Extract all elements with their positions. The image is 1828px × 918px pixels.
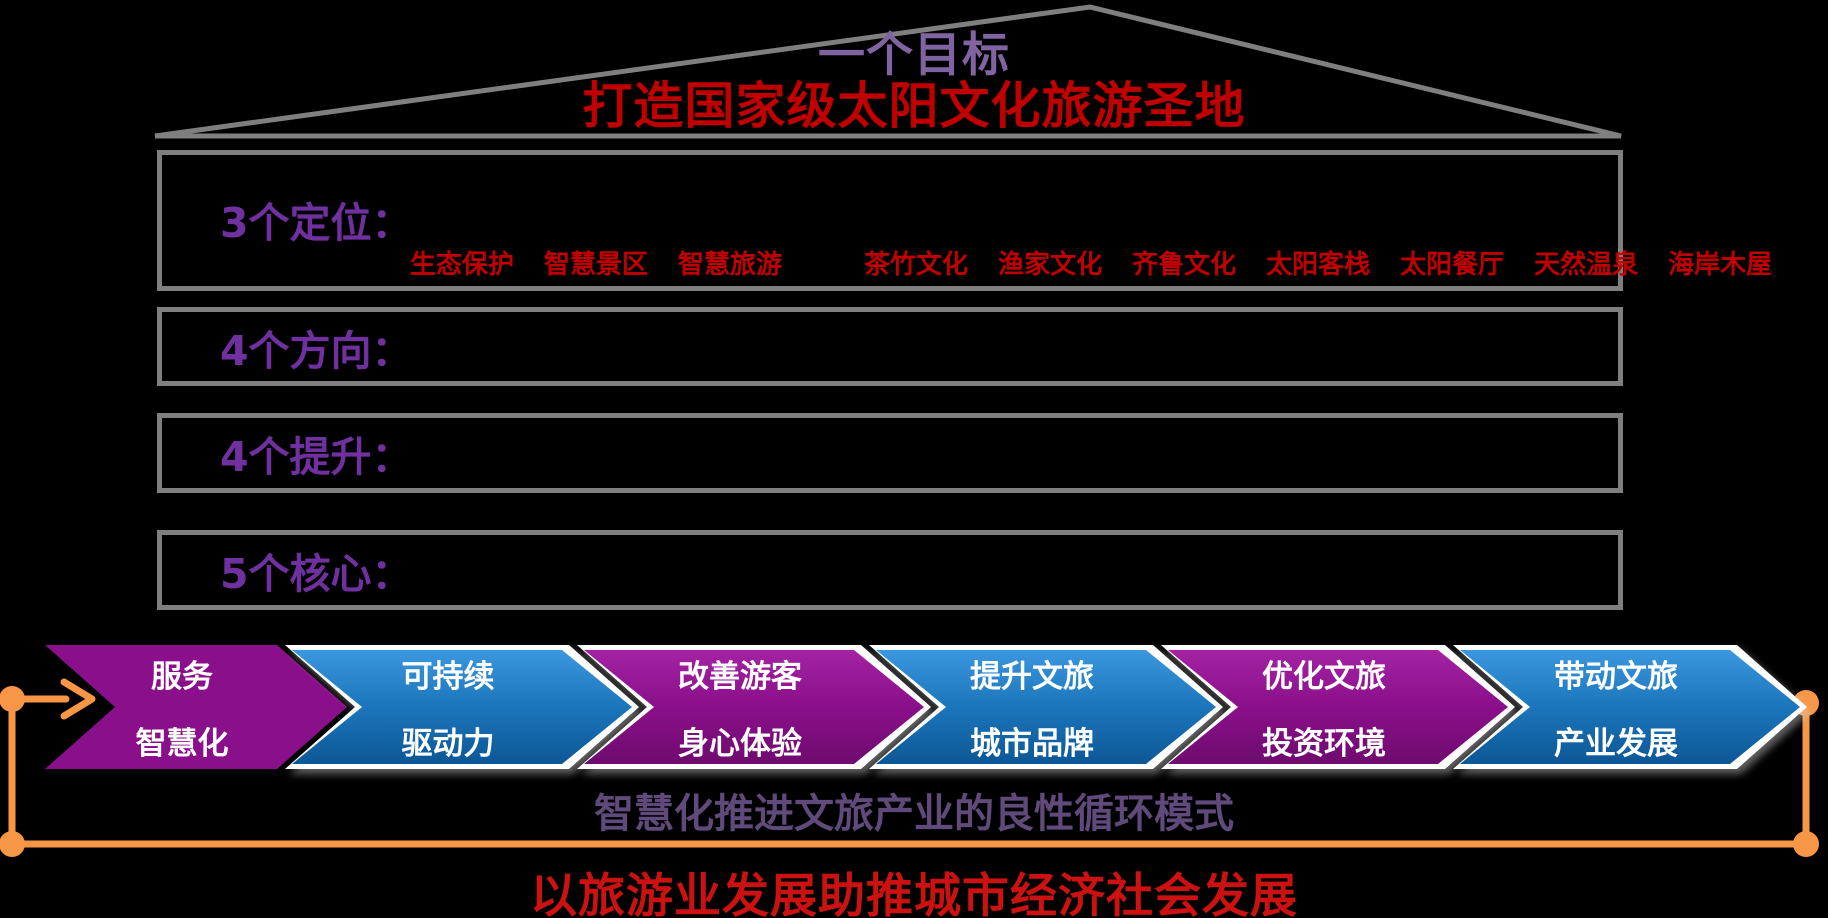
- section-box-improvements: 4个提升：: [157, 413, 1623, 493]
- chevron-boost-city-brand: 提升文旅 城市品牌: [869, 645, 1223, 769]
- positioning-item: 智慧旅游: [678, 250, 783, 280]
- chevron-line1: 提升文旅: [970, 659, 1094, 695]
- chevron-optimize-investment-environment: 优化文旅 投资环境: [1161, 645, 1515, 769]
- section-box-directions: 4个方向：: [157, 307, 1623, 386]
- section-label: 3个定位：: [220, 199, 413, 247]
- positioning-item: 太阳餐厅: [1400, 250, 1505, 280]
- positioning-item: 智慧景区: [544, 250, 649, 280]
- chevron-sustainable-driving-force: 可持续 驱动力: [285, 645, 639, 769]
- chevron-line2: 身心体验: [678, 726, 802, 762]
- chevron-line2: 城市品牌: [970, 726, 1094, 762]
- chevron-label: 带动文旅 产业发展: [1453, 645, 1807, 769]
- roof-triangle-outline: [154, 4, 1622, 139]
- section-label: 4个提升：: [220, 433, 413, 481]
- chevron-drive-industry-development: 带动文旅 产业发展: [1453, 645, 1807, 769]
- positioning-item-list: 生态保护 智慧景区 智慧旅游 茶竹文化 渔家文化 齐鲁文化 太阳客栈 太阳餐厅 …: [410, 244, 1772, 281]
- chevron-label: 改善游客 身心体验: [577, 645, 931, 769]
- positioning-item: 齐鲁文化: [1132, 250, 1237, 280]
- chevron-label: 可持续 驱动力: [285, 645, 639, 769]
- chevron-line2: 智慧化: [135, 726, 229, 762]
- chevron-line2: 产业发展: [1554, 726, 1678, 762]
- positioning-item: 太阳客栈: [1266, 250, 1371, 280]
- chevron-line2: 驱动力: [401, 726, 495, 762]
- loop-corner-dot: [1793, 831, 1819, 857]
- chevron-line2: 投资环境: [1262, 726, 1386, 762]
- chevron-label: 提升文旅 城市品牌: [869, 645, 1223, 769]
- feedback-loop-line: [8, 695, 1810, 848]
- section-label: 4个方向：: [220, 326, 413, 375]
- chevron-line1: 带动文旅: [1554, 659, 1678, 695]
- chevron-improve-visitor-experience: 改善游客 身心体验: [577, 645, 931, 769]
- loop-corner-dot: [0, 831, 25, 857]
- chevron-service-smartization: 服务 智慧化: [45, 645, 347, 769]
- goal-subtitle: 打造国家级太阳文化旅游圣地: [582, 77, 1246, 135]
- positioning-item: 渔家文化: [998, 250, 1103, 280]
- loop-caption: 智慧化推进文旅产业的良性循环模式: [594, 791, 1234, 837]
- section-label: 5个核心：: [220, 550, 413, 598]
- chevron-label: 服务 智慧化: [45, 645, 347, 769]
- chevron-line1: 优化文旅: [1262, 659, 1386, 695]
- positioning-item: 海岸木屋: [1668, 250, 1773, 280]
- footer-slogan: 以旅游业发展助推城市经济社会发展: [530, 869, 1298, 918]
- positioning-item: 天然温泉: [1534, 250, 1639, 280]
- loop-arrow-head-icon: [60, 678, 96, 720]
- chevron-line1: 可持续: [401, 659, 495, 695]
- positioning-item: 生态保护: [410, 250, 515, 280]
- section-box-positioning: 3个定位： 生态保护 智慧景区 智慧旅游 茶竹文化 渔家文化 齐鲁文化 太阳客栈…: [157, 150, 1772, 291]
- loop-corner-dot: [0, 686, 25, 712]
- chevron-label: 优化文旅 投资环境: [1161, 645, 1515, 769]
- chevron-line1: 改善游客: [678, 659, 802, 695]
- chevron-line1: 服务: [151, 659, 213, 695]
- section-box-cores: 5个核心：: [157, 530, 1623, 610]
- goal-title: 一个目标: [818, 28, 1010, 83]
- positioning-item: 茶竹文化: [864, 250, 969, 280]
